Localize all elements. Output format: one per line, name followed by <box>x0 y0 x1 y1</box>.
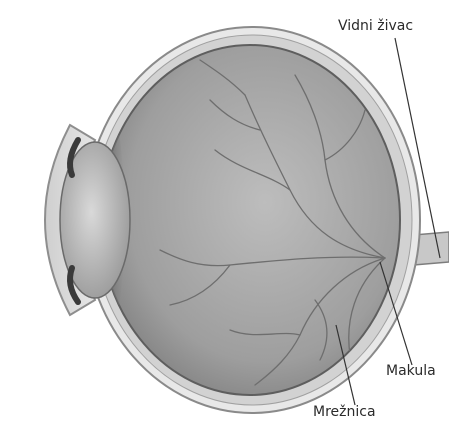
label-retina: Mrežnica <box>313 404 376 420</box>
retina-layer <box>100 45 400 395</box>
label-macula: Makula <box>386 363 436 379</box>
label-optic-nerve: Vidni živac <box>338 18 413 34</box>
